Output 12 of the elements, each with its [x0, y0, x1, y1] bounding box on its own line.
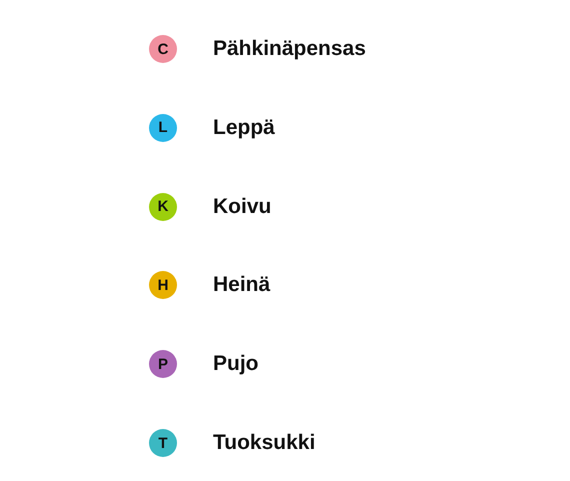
- legend-swatch: H: [149, 271, 177, 300]
- legend-label: Tuoksukki: [213, 431, 316, 455]
- legend-label: Heinä: [213, 273, 270, 298]
- legend-swatch: C: [149, 35, 177, 63]
- legend-label: Pähkinäpensas: [213, 37, 366, 61]
- legend-swatch: L: [149, 114, 177, 142]
- legend-label: Pujo: [213, 352, 258, 376]
- legend-label: Koivu: [213, 194, 272, 219]
- legend-swatch: K: [149, 192, 177, 221]
- legend-label: Leppä: [213, 116, 275, 140]
- legend-swatch: P: [149, 350, 177, 378]
- legend-swatch: T: [149, 429, 177, 457]
